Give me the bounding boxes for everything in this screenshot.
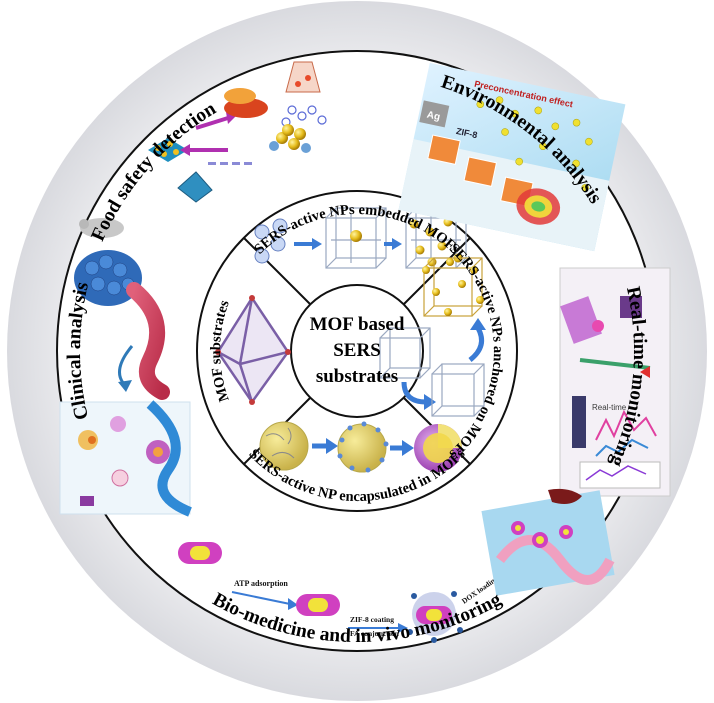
clinical-illustration bbox=[59, 218, 192, 517]
encapsulated-illustration bbox=[259, 421, 462, 473]
zif8-label: ZIF-8 bbox=[455, 126, 478, 140]
food-safety-illustration bbox=[148, 61, 327, 203]
ag-label: Ag bbox=[426, 110, 441, 124]
divider-ne bbox=[403, 237, 471, 305]
environmental-illustration: Ag ZIF-8 Preconcentration effect bbox=[398, 62, 626, 252]
center-line-1: MOF based bbox=[310, 314, 405, 335]
center-line-3: substrates bbox=[316, 366, 398, 387]
anchored-mofs-illustration bbox=[379, 257, 486, 417]
center-circle bbox=[290, 284, 424, 418]
center-line-2: SERS bbox=[333, 340, 381, 361]
atp-label: ATP adsorption bbox=[234, 579, 288, 588]
realtime-illustration: Real-time bbox=[559, 267, 671, 497]
realtime-label: Real-time bbox=[592, 403, 627, 412]
octahedron-illustration bbox=[215, 295, 291, 405]
divider-nw bbox=[243, 237, 311, 305]
embedded-mofs-illustration bbox=[254, 207, 467, 269]
biomedicine-illustration: ATP adsorption ZIF-8 coating FA conjunct… bbox=[178, 488, 615, 643]
fa-label: FA conjunction bbox=[350, 629, 400, 638]
zif-coating-label: ZIF-8 coating bbox=[350, 615, 394, 624]
